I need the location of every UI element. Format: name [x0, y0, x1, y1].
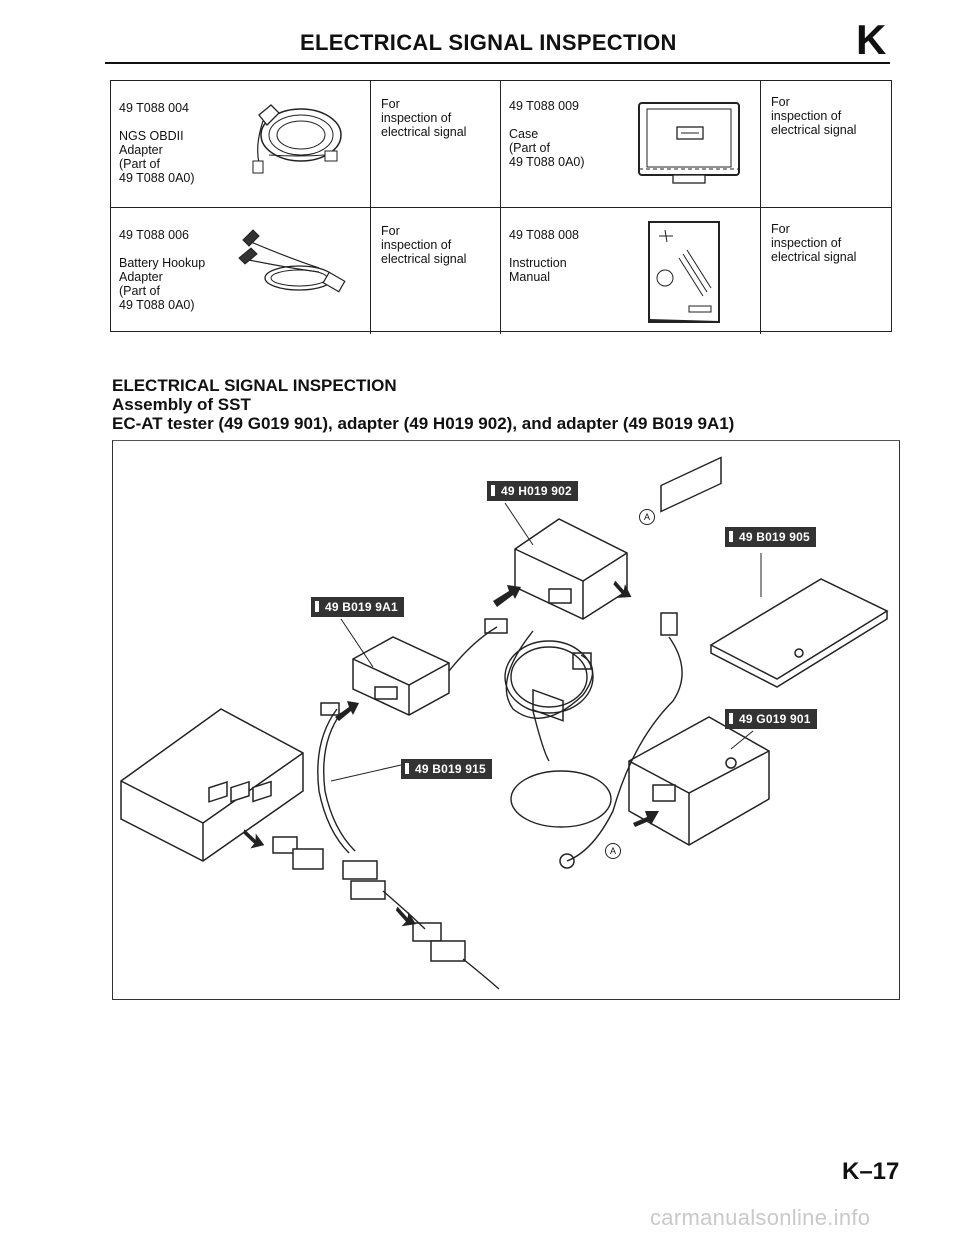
label-49-h019-902: 49 H019 902 [487, 481, 578, 501]
label-49-g019-901: 49 G019 901 [725, 709, 817, 729]
label-49-b019-9a1: 49 B019 9A1 [311, 597, 404, 617]
title-rule [105, 62, 890, 64]
label-49-b019-915: 49 B019 915 [401, 759, 492, 779]
tool-purpose: For inspection of electrical signal [371, 81, 501, 207]
section-letter: K [856, 16, 887, 63]
page-number: K–17 [842, 1158, 900, 1185]
ngs-adapter-illustration [252, 104, 342, 174]
case-illustration [638, 102, 740, 184]
tool-cell: 49 T088 008 Instruction Manual [501, 208, 761, 334]
assembly-figure: 49 H019 902 49 B019 905 49 B019 9A1 49 G… [112, 440, 900, 1000]
tool-description: 49 T088 006 Battery Hookup Adapter (Part… [119, 228, 206, 312]
section-subtitle: Assembly of SST [112, 395, 251, 414]
battery-hookup-illustration [238, 229, 346, 293]
tool-description: 49 T088 004 NGS OBDII Adapter (Part of 4… [119, 101, 195, 185]
tool-row: 49 T088 006 Battery Hookup Adapter (Part… [111, 207, 891, 334]
marker-a: A [639, 509, 655, 525]
tool-purpose: For inspection of electrical signal [771, 95, 857, 137]
tool-description: 49 T088 008 Instruction Manual [509, 228, 579, 284]
section-heading: ELECTRICAL SIGNAL INSPECTION Assembly of… [112, 376, 734, 433]
page-title: ELECTRICAL SIGNAL INSPECTION [300, 30, 677, 55]
tool-cell: 49 T088 009 Case (Part of 49 T088 0A0) [501, 81, 761, 207]
tool-cell: 49 T088 006 Battery Hookup Adapter (Part… [111, 208, 371, 334]
section-caption: EC-AT tester (49 G019 901), adapter (49 … [112, 414, 735, 433]
tool-cell: 49 T088 004 NGS OBDII Adapter (Part of 4… [111, 81, 371, 207]
tool-table: 49 T088 004 NGS OBDII Adapter (Part of 4… [110, 80, 892, 334]
tool-description: 49 T088 009 Case (Part of 49 T088 0A0) [509, 99, 585, 169]
label-49-b019-905: 49 B019 905 [725, 527, 816, 547]
tool-purpose: For inspection of electrical signal [371, 208, 501, 334]
tool-purpose: For inspection of electrical signal [771, 222, 857, 264]
watermark: carmanualsonline.info [650, 1205, 871, 1230]
tool-row: 49 T088 004 NGS OBDII Adapter (Part of 4… [111, 81, 891, 207]
manual-illustration [648, 221, 720, 323]
marker-a: A [605, 843, 621, 859]
section-title: ELECTRICAL SIGNAL INSPECTION [112, 376, 397, 395]
assembly-illustration [120, 456, 889, 990]
